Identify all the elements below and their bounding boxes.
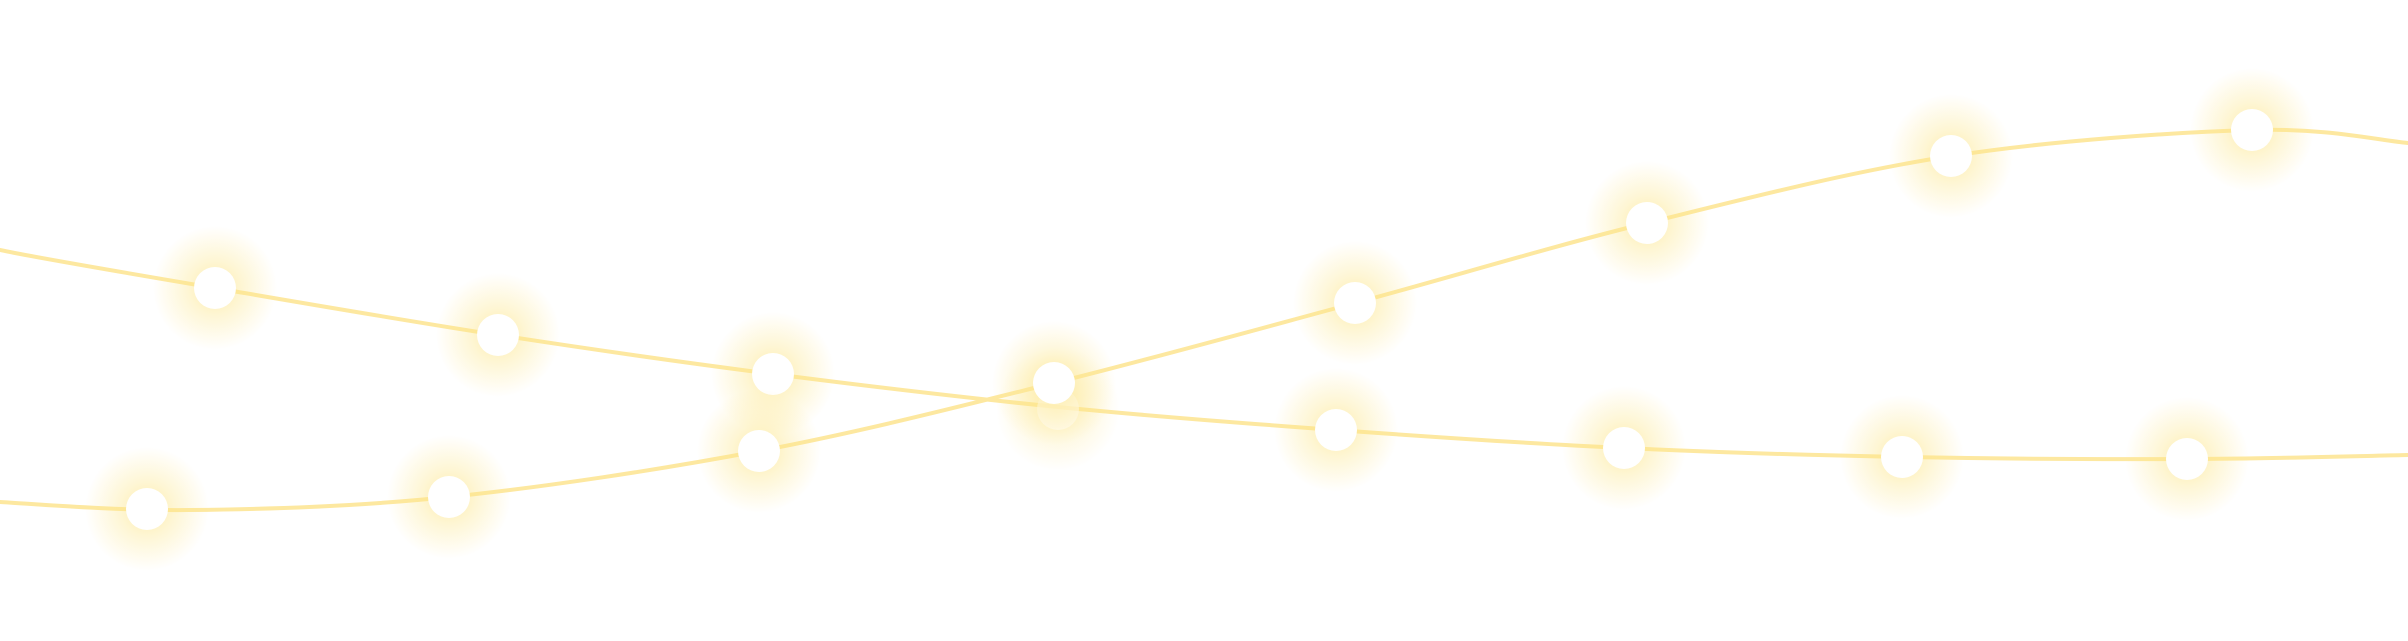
light-bulb-dot	[428, 476, 470, 518]
light-bulb-dot	[126, 488, 168, 530]
light-bulb-dot	[1334, 282, 1376, 324]
light-bulb-dot	[1603, 427, 1645, 469]
light-bulb-dot	[2166, 438, 2208, 480]
light-bulb-dot	[477, 314, 519, 356]
rising-strand	[0, 68, 2408, 571]
light-bulb-dot	[1930, 135, 1972, 177]
light-bulb-dot	[1626, 202, 1668, 244]
light-bulb-dot	[194, 267, 236, 309]
light-bulb-dot	[1033, 362, 1075, 404]
light-bulb-dot	[752, 353, 794, 395]
light-bulb-dot	[2231, 109, 2273, 151]
light-bulb-dot	[1881, 436, 1923, 478]
light-bulb-dot	[1315, 409, 1357, 451]
light-strand-wire	[0, 127, 2408, 513]
light-bulb-dot	[738, 430, 780, 472]
